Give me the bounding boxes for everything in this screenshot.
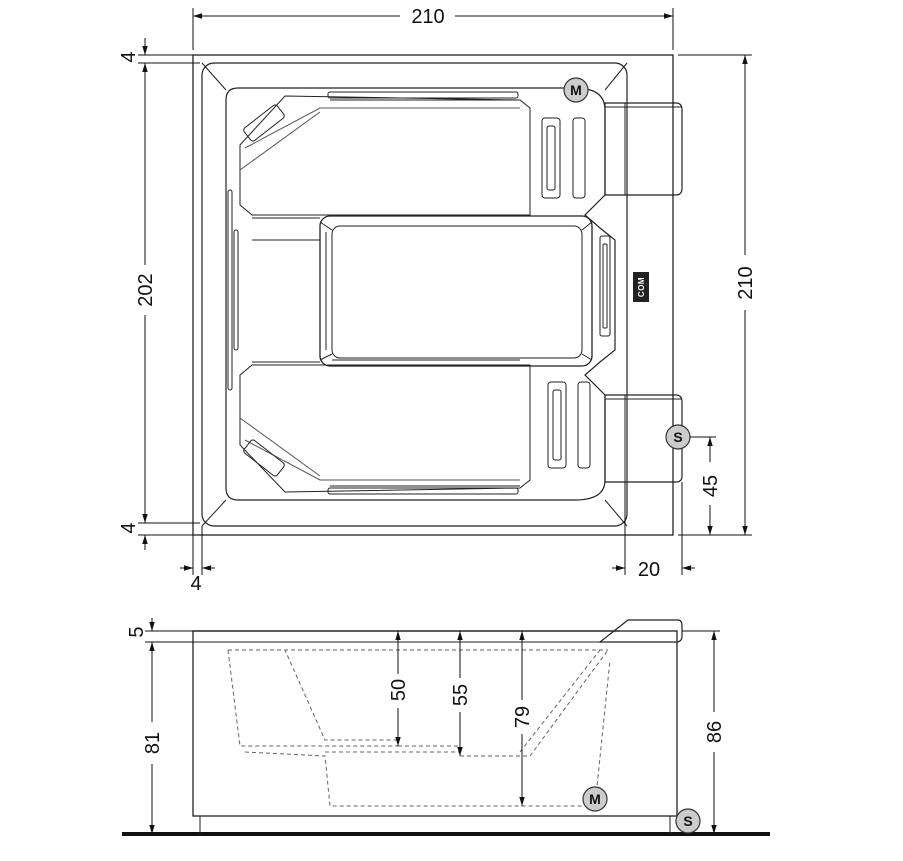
tub-bevel: [201, 62, 628, 527]
seat-bottom: [239, 364, 531, 493]
seat-top: [239, 95, 531, 216]
dim-seat-depth-label: 50: [388, 679, 410, 701]
dim-mid-depth-label: 55: [450, 684, 472, 706]
dim-total-height-label: 86: [704, 721, 726, 743]
dim-rim-label: 5: [126, 626, 148, 637]
svg-text:S: S: [683, 813, 692, 829]
dim-pillow-offset-label: 20: [638, 559, 660, 581]
motor-marker-top: M: [563, 77, 589, 103]
dim-rim-top-label: 4: [118, 51, 140, 62]
top-view: [192, 54, 683, 536]
tub-basin: [225, 87, 616, 501]
motor-marker-side: M: [582, 786, 608, 812]
svg-text:S: S: [673, 429, 682, 445]
pillow-bottom: [604, 394, 683, 483]
com-badge: COM: [633, 272, 649, 302]
side-dimensions: [145, 618, 720, 834]
svg-text:M: M: [589, 791, 601, 807]
side-hidden-lines: [227, 649, 611, 807]
dim-height-outer-label: 210: [735, 266, 757, 299]
vent-left-outer: [227, 189, 233, 391]
slot-bottom-2: [577, 381, 591, 469]
foot-well-outer: [319, 215, 593, 367]
grip-top-left: [243, 104, 285, 142]
vent-left-inner: [233, 229, 239, 351]
slot-bottom-1: [547, 381, 567, 469]
dim-width-label: 210: [411, 6, 444, 28]
side-dimension-labels: 5 81 86 50 55 79: [126, 626, 726, 754]
slot-top-1: [541, 117, 561, 199]
jet-strip-top: [327, 91, 519, 99]
grip-bottom-left: [243, 439, 285, 477]
tub-outer-rim: [192, 54, 674, 536]
top-dimension-labels: 210 210 202 4 4 4 20 45: [118, 6, 757, 595]
skimmer-marker-top: S: [665, 424, 691, 450]
dim-deep-depth-label: 79: [512, 706, 534, 728]
top-dimensions: [138, 8, 752, 575]
foot-well-inner: [331, 225, 583, 359]
side-pillow: [598, 619, 683, 643]
vent-right: [599, 235, 611, 337]
dim-s-offset-label: 45: [700, 475, 722, 497]
side-view: [122, 619, 770, 836]
skimmer-marker-side: S: [675, 808, 701, 834]
slot-top-2: [572, 117, 586, 199]
tub-inner-shell: [201, 62, 628, 527]
dim-height-inner-label: 202: [135, 273, 157, 306]
dim-rim-bottom-label: 4: [118, 522, 140, 533]
com-label: COM: [637, 277, 646, 297]
svg-text:M: M: [570, 82, 582, 98]
dim-inner-height-label: 81: [142, 732, 164, 754]
jet-strip-bottom: [327, 487, 519, 495]
dim-rim-left-label: 4: [190, 573, 201, 595]
tub-body-side: [192, 630, 678, 817]
pillow-top: [604, 102, 683, 196]
